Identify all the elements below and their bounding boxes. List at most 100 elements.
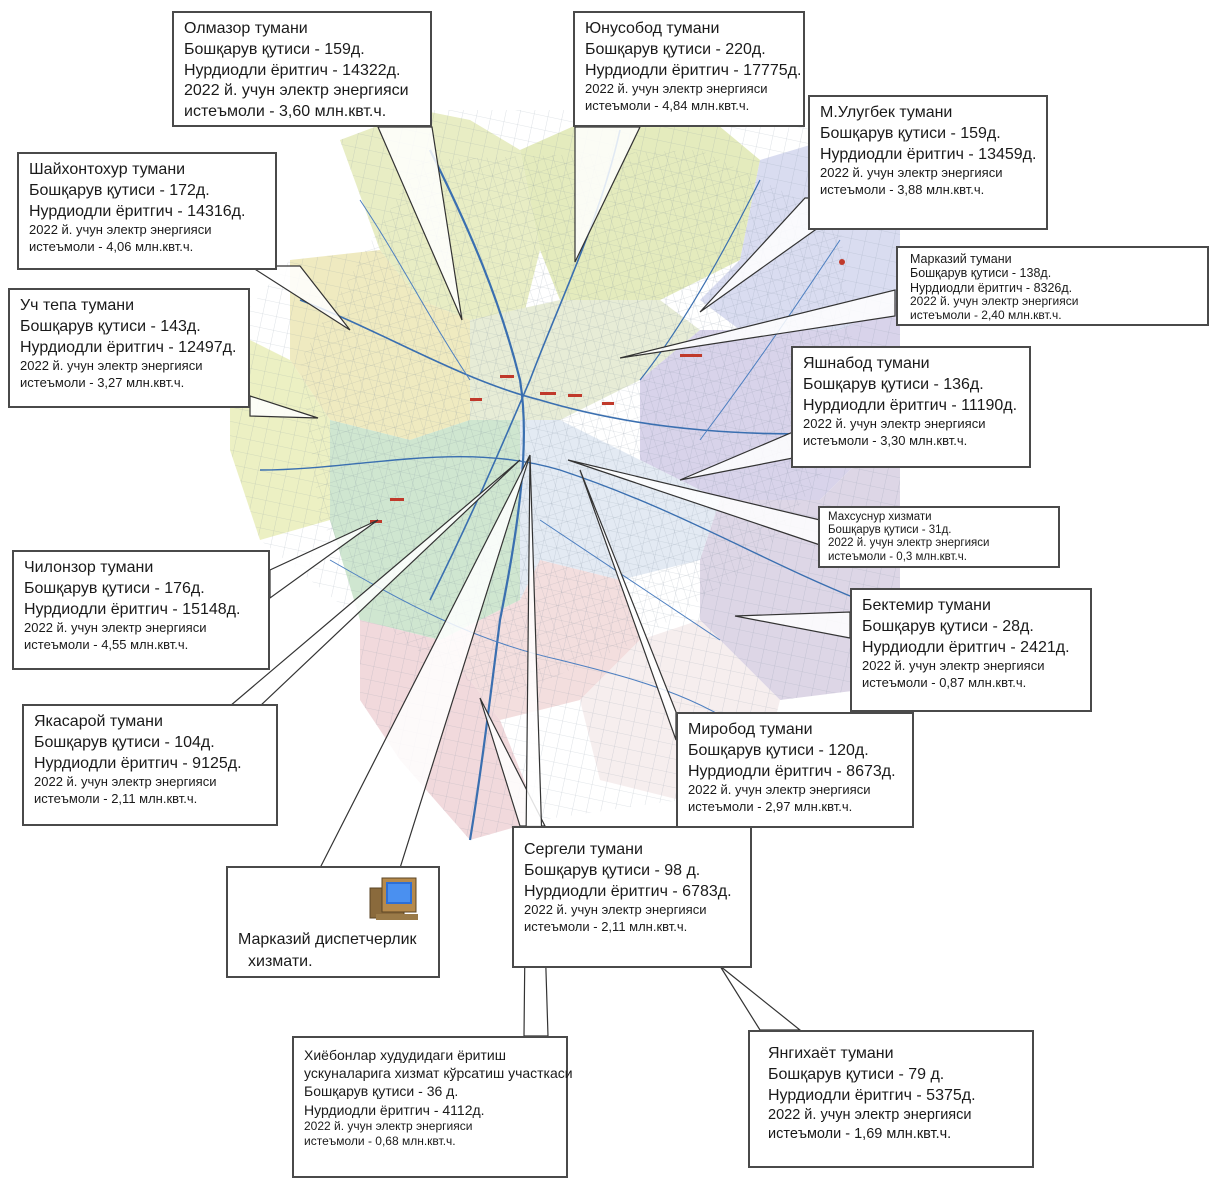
callout-line: Бошқарув қутиси - 136д.	[803, 375, 984, 393]
callout-line: Нурдиодли ёритгич - 8673д.	[688, 762, 896, 780]
callout-line: истеъмоли - 2,40 млн.квт.ч.	[910, 307, 1062, 322]
callout-line: 2022 й. учун электр энергияси	[34, 774, 217, 790]
callout-line: Бошқарув қутиси - 172д.	[29, 181, 210, 199]
marker	[540, 392, 556, 395]
callout-title: Олмазор тумани	[184, 20, 308, 37]
callout-yashnobod: Яшнабод тумани Бошқарув қутиси - 136д. Н…	[791, 346, 1031, 468]
callout-mirobod: Миробод тумани Бошқарув қутиси - 120д. Н…	[676, 712, 914, 828]
callout-yangihayot: Янгихаёт тумани Бошқарув қутиси - 79 д. …	[748, 1030, 1034, 1168]
callout-line: 2022 й. учун электр энергияси	[820, 165, 1003, 181]
callout-line: истеъмоли - 3,88 млн.квт.ч.	[820, 182, 985, 198]
callout-line: 2022 й. учун электр энергияси	[20, 358, 203, 374]
callout-line: Нурдиодли ёритгич - 6783д.	[524, 882, 732, 900]
callout-ulugbek: М.Улугбек тумани Бошқарув қутиси - 159д.…	[808, 95, 1048, 230]
callout-line: Бошқарув қутиси - 138д.	[910, 266, 1052, 281]
callout-line: Нурдиодли ёритгич - 15148д.	[24, 600, 241, 618]
callout-title: Якасарой тумани	[34, 713, 163, 730]
dispatch-title: Марказий диспетчерлик	[238, 931, 417, 948]
callout-line: истеъмоли - 3,27 млн.квт.ч.	[20, 375, 185, 391]
callout-line: истеъмоли - 0,87 млн.квт.ч.	[862, 675, 1027, 691]
callout-line: ускуналарига хизмат кўрсатиш участкаси	[304, 1065, 573, 1082]
callout-line: 2022 й. учун электр энергияси	[768, 1107, 972, 1124]
computer-icon	[366, 874, 426, 922]
callout-maxsus: Махсуснур хизмати Бошқарув қутиси - 31д.…	[818, 506, 1060, 568]
callout-line: истеъмоли - 4,06 млн.квт.ч.	[29, 239, 194, 255]
callout-title: Миробод тумани	[688, 721, 813, 738]
marker	[568, 394, 582, 397]
callout-line: Нурдиодли ёритгич - 8326д.	[910, 280, 1073, 295]
callout-line: 2022 й. учун электр энергияси	[910, 294, 1079, 309]
marker	[470, 398, 482, 401]
callout-uchtepa: Уч тепа тумани Бошқарув қутиси - 143д. Н…	[8, 288, 250, 408]
callout-line: истеъмоли - 3,30 млн.квт.ч.	[803, 433, 968, 449]
callout-line: 2022 й. учун электр энергияси	[862, 658, 1045, 674]
callout-olmazor: Олмазор тумани Бошқарув қутиси - 159д. Н…	[172, 11, 432, 127]
callout-line: Нурдиодли ёритгич - 12497д.	[20, 338, 237, 356]
callout-title: Яшнабод тумани	[803, 355, 930, 372]
street-network	[230, 110, 900, 840]
marker	[602, 402, 614, 405]
callout-line: Бошқарув қутиси - 220д.	[585, 40, 766, 58]
callout-title: Махсуснур хизмати	[828, 511, 932, 523]
callout-line: Бошқарув қутиси - 98 д.	[524, 861, 701, 879]
callout-title: Юнусобод тумани	[585, 20, 720, 37]
callout-line: Нурдиодли ёритгич - 5375д.	[768, 1086, 976, 1104]
callout-dispatch: Марказий диспетчерлик хизмати.	[226, 866, 440, 978]
callout-line: истеъмоли - 0,68 млн.квт.ч.	[304, 1134, 456, 1149]
callout-markaziy: Марказий тумани Бошқарув қутиси - 138д. …	[896, 246, 1209, 326]
callout-title: Марказий тумани	[910, 252, 1012, 266]
callout-sergeli: Сергели тумани Бошқарув қутиси - 98 д. Н…	[512, 826, 752, 968]
callout-line: 2022 й. учун электр энергияси	[24, 620, 207, 636]
callout-line: истеъмоли - 0,3 млн.квт.ч.	[828, 550, 967, 563]
callout-line: Бошқарув қутиси - 36 д.	[304, 1083, 459, 1100]
callout-line: Нурдиодли ёритгич - 13459д.	[820, 145, 1037, 163]
callout-title: Уч тепа тумани	[20, 297, 134, 314]
callout-line: истеъмоли - 3,60 млн.квт.ч.	[184, 103, 387, 121]
callout-title: М.Улугбек тумани	[820, 104, 953, 121]
callout-line: истеъмоли - 2,11 млн.квт.ч.	[524, 919, 688, 935]
callout-line: Бошқарув қутиси - 120д.	[688, 741, 869, 759]
callout-line: Нурдиодли ёритгич - 2421д.	[862, 638, 1070, 656]
callout-line: Нурдиодли ёритгич - 11190д.	[803, 396, 1018, 414]
callout-line: Нурдиодли ёритгич - 14322д.	[184, 61, 401, 79]
callout-line: Бошқарув қутиси - 176д.	[24, 579, 205, 597]
callout-line: истеъмоли - 2,11 млн.квт.ч.	[34, 791, 198, 807]
callout-line: Бошқарув қутиси - 79 д.	[768, 1065, 945, 1083]
callout-shayxontohur: Шайхонтохур тумани Бошқарув қутиси - 172…	[17, 152, 277, 270]
callout-line: истеъмоли - 1,69 млн.квт.ч.	[768, 1126, 952, 1143]
callout-title: Шайхонтохур тумани	[29, 161, 186, 178]
callout-chilonzor: Чилонзор тумани Бошқарув қутиси - 176д. …	[12, 550, 270, 670]
callout-line: Нурдиодли ёритгич - 17775д.	[585, 61, 802, 79]
callout-bektemir: Бектемир тумани Бошқарув қутиси - 28д. Н…	[850, 588, 1092, 712]
callout-line: 2022 й. учун электр энергияси	[524, 902, 707, 918]
callout-line: Нурдиодли ёритгич - 9125д.	[34, 754, 242, 772]
callout-title: Янгихаёт тумани	[768, 1045, 894, 1062]
leader-lines	[228, 126, 896, 1037]
callout-line: истеъмоли - 4,84 млн.квт.ч.	[585, 98, 750, 114]
callout-line: 2022 й. учун электр энергияси	[828, 537, 990, 550]
callout-line: 2022 й. учун электр энергияси	[304, 1118, 473, 1133]
callout-line: Бошқарув қутиси - 143д.	[20, 317, 201, 335]
callout-line: истеъмоли - 2,97 млн.квт.ч.	[688, 799, 853, 815]
marker	[839, 259, 845, 265]
marker	[390, 498, 404, 501]
marker	[680, 354, 702, 357]
callout-line: Бошқарув қутиси - 28д.	[862, 617, 1034, 635]
callout-line: Бошқарув қутиси - 159д.	[184, 40, 365, 58]
callout-line: 2022 й. учун электр энергияси	[29, 222, 212, 238]
callout-line: 2022 й. учун электр энергияси	[688, 782, 871, 798]
callout-line: Бошқарув қутиси - 104д.	[34, 733, 215, 751]
callout-line: Нурдиодли ёритгич - 14316д.	[29, 202, 246, 220]
callout-line: Нурдиодли ёритгич - 4112д.	[304, 1101, 485, 1118]
callout-yunusobod: Юнусобод тумани Бошқарув қутиси - 220д. …	[573, 11, 805, 127]
callout-line: Бошқарув қутиси - 159д.	[820, 124, 1001, 142]
dispatch-subtitle: хизмати.	[248, 953, 313, 970]
callout-line: Бошқарув қутиси - 31д.	[828, 524, 952, 537]
callout-line: 2022 й. учун электр энергияси	[184, 82, 409, 100]
callout-title: Сергели тумани	[524, 841, 643, 858]
callout-title: Бектемир тумани	[862, 597, 991, 614]
marker	[500, 375, 514, 378]
callout-yakkasaroy: Якасарой тумани Бошқарув қутиси - 104д. …	[22, 704, 278, 826]
callout-title: Хиёбонлар худудидаги ёритиш	[304, 1047, 506, 1063]
